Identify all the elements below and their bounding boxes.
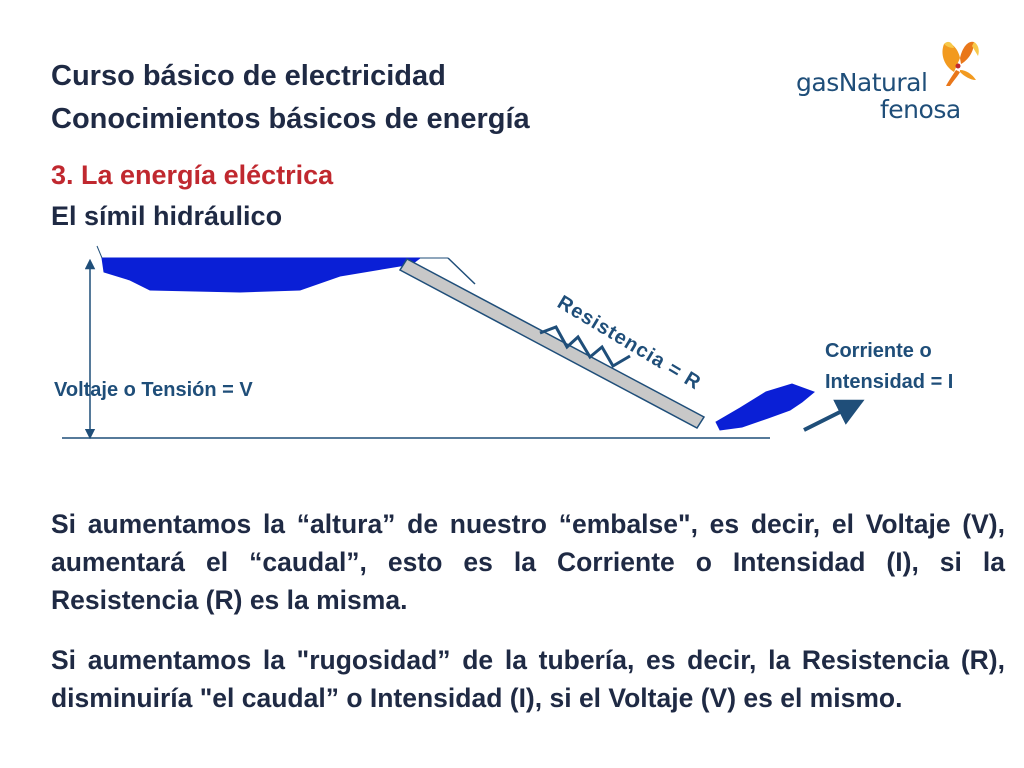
logo-text-gasnatural: gasNatural <box>796 68 928 97</box>
paragraph-voltage: Si aumentamos la “altura” de nuestro “em… <box>51 509 1005 615</box>
current-label-line-1: Corriente o <box>825 340 932 362</box>
title-line-1: Curso básico de electricidad <box>51 60 446 92</box>
title-line-2: Conocimientos básicos de energía <box>51 103 530 135</box>
current-label-line-2: Intensidad = I <box>825 371 954 393</box>
current-arrow <box>803 399 865 432</box>
section-heading: 3. La energía eléctrica <box>51 160 334 190</box>
slide-title: Curso básico de electricidad Conocimient… <box>51 55 530 141</box>
hydraulic-diagram-graphic: Resistencia = R <box>62 245 865 440</box>
company-logo: gasNatural fenosa <box>796 36 996 126</box>
section-subheading: El símil hidráulico <box>51 201 283 231</box>
resistor-zigzag <box>539 325 631 369</box>
voltage-label: Voltaje o Tensión = V <box>54 379 253 401</box>
butterfly-icon <box>942 41 979 86</box>
current-label: Corriente o Intensidad = I <box>825 336 953 398</box>
logo-text-fenosa: fenosa <box>880 95 961 124</box>
reservoir-bank <box>96 245 103 259</box>
reservoir-slope <box>447 257 476 285</box>
hydraulic-diagram: Resistencia = R Voltaje o Tensión = V Co… <box>0 240 1024 450</box>
reservoir-water <box>101 257 422 293</box>
paragraph-resistance: Si aumentamos la "rugosidad” de la tuber… <box>51 645 1005 713</box>
pipe <box>398 258 706 429</box>
outflow-water <box>715 383 815 431</box>
